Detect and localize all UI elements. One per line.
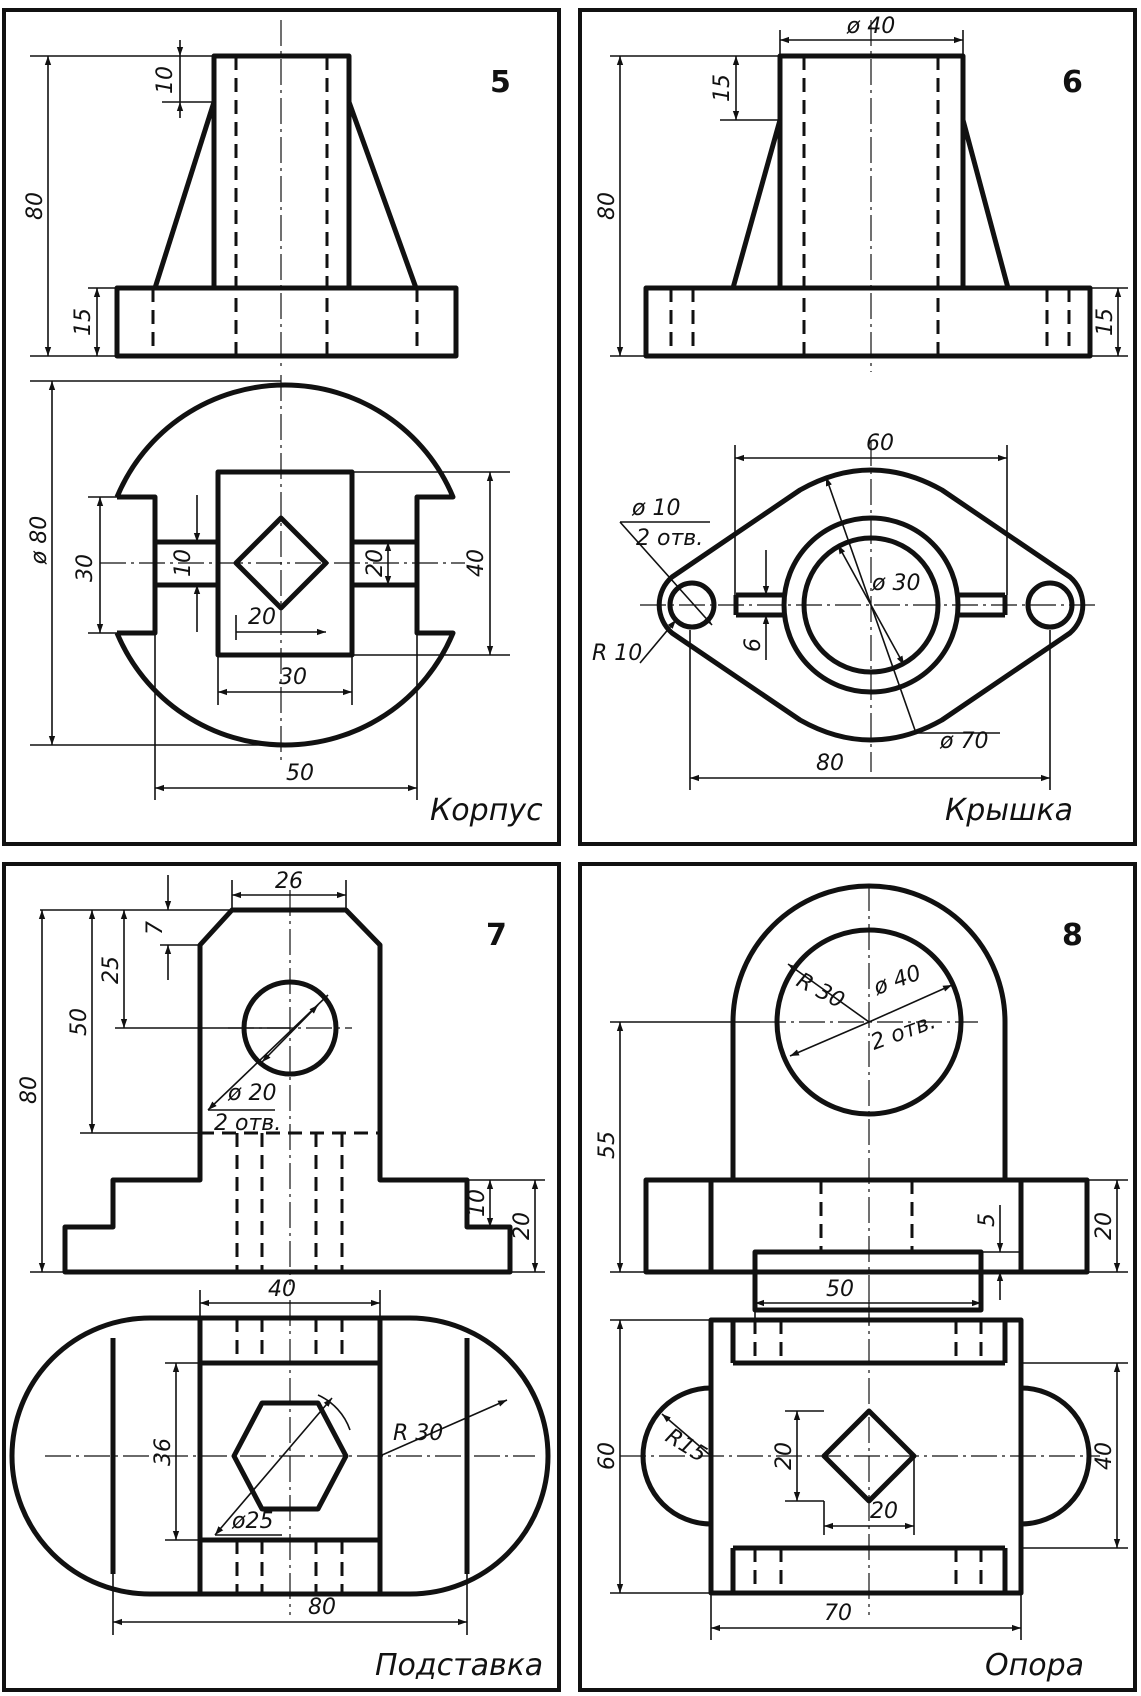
panel-5-number: 5	[490, 65, 511, 100]
panel-6-dim-2holes: 2 отв.	[636, 526, 703, 551]
panel-8-top-view	[620, 1300, 1100, 1615]
panel-8-dim-5: 5	[975, 1213, 1000, 1227]
panel-7-dim-25: 25	[99, 956, 124, 984]
panel-8-dim-40: 40	[1092, 1442, 1117, 1470]
panel-6-dim-r10: R 10	[592, 641, 642, 666]
panel-6-dim-d10: ø 10	[631, 496, 680, 521]
panel-8-frame	[578, 862, 1137, 1692]
panel-6-dim-d30: ø 30	[871, 571, 920, 596]
panel-5-dim-20v: 20	[363, 549, 388, 577]
panel-7-top-view	[9, 1300, 551, 1615]
panel-7-dim-80v: 80	[17, 1076, 42, 1104]
panel-6-front-view	[643, 20, 1093, 372]
panel-5-dimensions: 80 10 15 ø 80 30 10 20 20	[23, 40, 510, 800]
panel-6-dim-15-top: 15	[710, 74, 735, 102]
panel-6-number: 6	[1062, 65, 1083, 100]
panel-8-dim-70: 70	[824, 1601, 852, 1626]
panel-7-dim-d25: ø25	[231, 1509, 273, 1534]
panel-8-title: Опора	[985, 1648, 1084, 1683]
panel-5-dim-40: 40	[464, 549, 489, 577]
panel-6-dim-d40: ø 40	[846, 14, 895, 39]
panel-8-dim-d40: ø 40	[870, 961, 925, 1001]
panel-7-dim-d20: ø 20	[227, 1081, 276, 1106]
panel-5-front-view	[114, 20, 459, 370]
panel-7-dim-26: 26	[275, 869, 303, 894]
panel-8-dim-55: 55	[595, 1131, 620, 1159]
panel-6-frame	[578, 8, 1137, 846]
panel-6-dim-d70: ø 70	[939, 729, 988, 754]
panel-7-dim-36: 36	[151, 1438, 176, 1466]
panel-5-dim-30v: 30	[73, 554, 98, 582]
panel-5-frame	[2, 8, 561, 846]
panel-6-top-view	[640, 440, 1100, 772]
panel-7-dimensions: 26 7 25 50 80 ø 20 2 отв. 10	[17, 869, 545, 1635]
panel-6-kryshka: 6 Крышка	[578, 8, 1137, 846]
panel-7-dim-80h: 80	[308, 1595, 336, 1620]
panel-8-dim-20-horiz: 20	[870, 1499, 898, 1524]
panel-8-opora: 8 Опора	[578, 862, 1137, 1692]
panel-8-dim-20-right: 20	[1092, 1212, 1117, 1240]
panel-8-front-view	[643, 883, 1090, 1325]
panel-7-dim-20: 20	[510, 1212, 535, 1240]
panel-5-dim-80: 80	[23, 192, 48, 220]
panel-6-dimensions: ø 40 15 80 15 60 ø 10 2 отв. ø 30	[592, 14, 1128, 790]
panel-7-dim-r30: R 30	[393, 1421, 443, 1446]
panel-8-dim-50: 50	[826, 1277, 854, 1302]
panel-7-title: Подставка	[375, 1648, 543, 1683]
panel-6-dim-80h: 80	[816, 751, 844, 776]
panel-5-dim-15: 15	[71, 308, 96, 336]
panel-5-dim-20h: 20	[248, 605, 276, 630]
panel-8-dimensions: R 30 ø 40 2 отв. 55 5 20 50 60 R15	[595, 961, 1128, 1640]
panel-7-dim-50: 50	[67, 1008, 92, 1036]
panel-6-dim-15-right: 15	[1093, 308, 1118, 336]
panel-8-dim-2holes: 2 отв.	[868, 1009, 940, 1055]
panel-8-dim-r15: R15	[661, 1424, 711, 1468]
panel-5-dim-10: 10	[153, 66, 178, 94]
panel-7-frame	[2, 862, 561, 1692]
panel-6-dim-6: 6	[741, 638, 766, 652]
panel-5-dim-50: 50	[286, 761, 314, 786]
panel-5-dim-d80: ø 80	[27, 516, 52, 565]
panel-7-dim-7: 7	[143, 921, 168, 935]
panel-6-dim-80v: 80	[595, 192, 620, 220]
panel-6-dim-60: 60	[866, 431, 894, 456]
panel-7-podstavka: 7 Подставка	[2, 862, 561, 1692]
panel-6-title: Крышка	[945, 793, 1073, 828]
panel-7-front-view	[62, 890, 513, 1285]
panel-5-top-view	[100, 375, 465, 760]
panel-8-dim-60: 60	[595, 1442, 620, 1470]
panel-5-dim-10-hole: 10	[171, 549, 196, 577]
panel-8-number: 8	[1062, 918, 1083, 953]
panel-5-title: Корпус	[430, 793, 543, 828]
panel-7-number: 7	[486, 918, 507, 953]
panel-7-dim-10: 10	[465, 1189, 490, 1217]
panel-7-dim-2holes: 2 отв.	[214, 1111, 281, 1136]
panel-7-dim-40: 40	[268, 1277, 296, 1302]
panel-5-korpus: 5 Корпус	[2, 8, 561, 846]
panel-8-dim-20-vert: 20	[772, 1442, 797, 1470]
panel-5-dim-30h: 30	[279, 665, 307, 690]
panel-8-dim-r30: R 30	[792, 968, 848, 1014]
